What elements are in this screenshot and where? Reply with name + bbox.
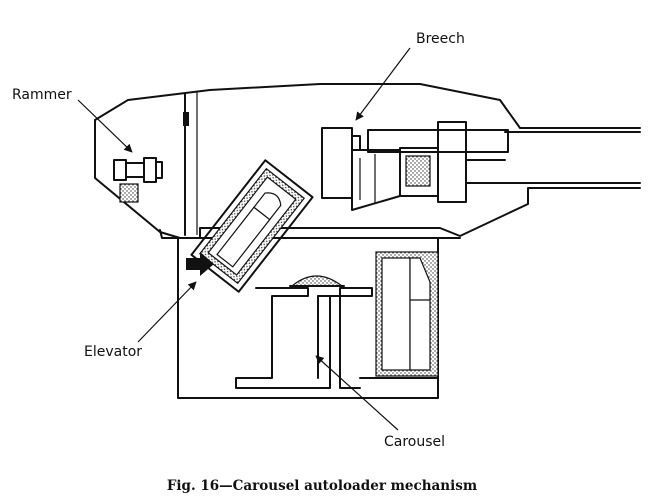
rammer-label: Rammer [12, 87, 72, 103]
rammer-device [113, 157, 163, 203]
turret-divider [183, 92, 198, 236]
elevator-tray [190, 159, 314, 293]
elevator-label: Elevator [84, 344, 142, 360]
breech-label: Breech [416, 31, 465, 47]
carousel-label: Carousel [384, 434, 445, 450]
gun-breech-assembly [321, 121, 641, 211]
elevator-push-arrow [186, 252, 214, 276]
figure-caption: Fig. 16—Carousel autoloader mechanism [167, 478, 477, 494]
leader-lines [77, 47, 411, 431]
carousel-mechanism [235, 251, 439, 389]
turret-outline [94, 83, 641, 239]
